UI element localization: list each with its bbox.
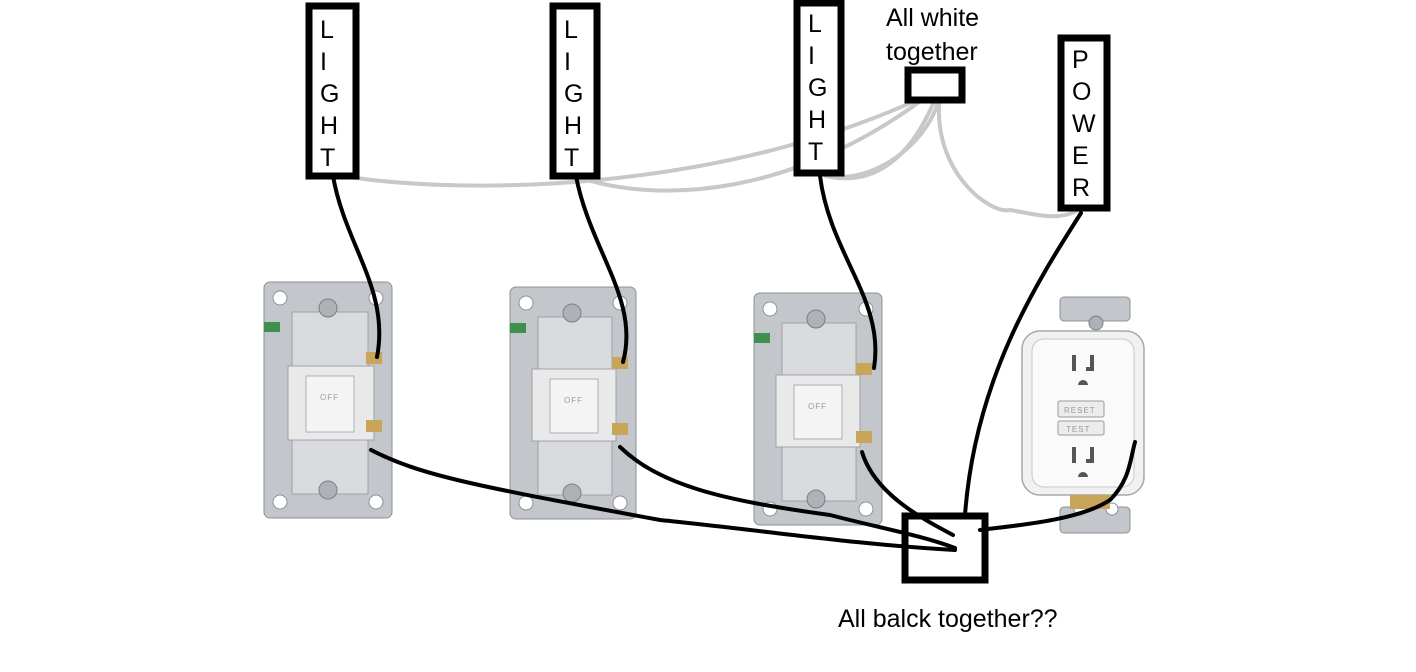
white-wires (341, 88, 1084, 219)
light-1-letter-3: G (320, 80, 339, 108)
light-switch-3: OFF (753, 292, 883, 526)
light-3-letter-1: L (808, 10, 822, 38)
black-wires (331, 174, 1137, 552)
switch-2-face-text: OFF (564, 396, 583, 405)
light-box-1: L I G H T (305, 2, 360, 180)
power-letter-5: R (1072, 174, 1090, 202)
light-1-letter-4: H (320, 112, 338, 140)
power-letter-4: E (1072, 142, 1089, 170)
light-2-letter-1: L (564, 16, 578, 44)
light-2-letter-3: G (564, 80, 583, 108)
light-2-letter-5: T (564, 144, 579, 172)
white-junction: All white together (886, 4, 979, 104)
light-3-letter-2: I (808, 42, 815, 70)
light-3-letter-4: H (808, 106, 826, 134)
gfci-reset-label: RESET (1064, 406, 1096, 415)
black-label: All balck together?? (838, 605, 1058, 633)
light-box-2: L I G H T (549, 2, 601, 180)
switch-3-face-text: OFF (808, 402, 827, 411)
power-letter-3: W (1072, 110, 1096, 138)
gfci-outlet: RESET TEST (1021, 296, 1145, 534)
light-1-letter-5: T (320, 144, 335, 172)
gfci-test-label: TEST (1066, 425, 1090, 434)
black-junction: All balck together?? (838, 512, 1058, 633)
light-box-3: L I G H T (793, 0, 845, 177)
light-2-letter-2: I (564, 48, 571, 76)
power-letter-1: P (1072, 46, 1089, 74)
white-label-line-2: together (886, 38, 978, 66)
switch-1-face-text: OFF (320, 393, 339, 402)
light-1-letter-2: I (320, 48, 327, 76)
light-1-letter-1: L (320, 16, 334, 44)
light-3-letter-5: T (808, 138, 823, 166)
power-box: P O W E R (1057, 34, 1111, 212)
power-letter-2: O (1072, 78, 1091, 106)
white-label-line-1: All white (886, 4, 979, 32)
light-2-letter-4: H (564, 112, 582, 140)
light-3-letter-3: G (808, 74, 827, 102)
light-switch-2: OFF (509, 286, 637, 520)
light-switch-1: OFF (263, 281, 393, 519)
